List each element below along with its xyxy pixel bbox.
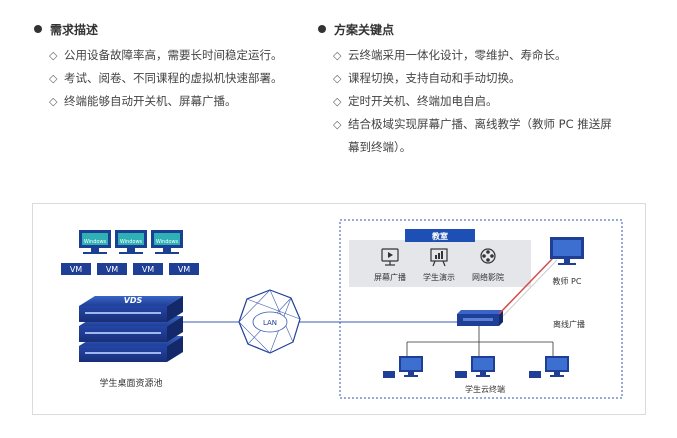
list-item: ◇课程切换，支持自动和手动切换。 xyxy=(318,67,648,90)
requirements-title: 需求描述 xyxy=(50,22,99,37)
list-item: ◇公用设备故障率高，需要长时间稳定运行。 xyxy=(34,44,314,67)
student-terminals-label: 学生云终端 xyxy=(465,384,505,394)
teacher-link-shadow xyxy=(502,259,558,317)
list-item: ◇考试、阅卷、不同课程的虚拟机快速部署。 xyxy=(34,67,314,90)
classroom-region xyxy=(339,219,623,399)
network-cinema-icon xyxy=(480,248,496,264)
list-item: ◇终端能够自动开关机、屏幕广播。 xyxy=(34,90,314,113)
teacher-pc-label: 教师 PC xyxy=(553,276,582,286)
classroom-banner xyxy=(405,229,475,242)
architecture-diagram: Windows Windows Windows VM VM VM VM xyxy=(32,203,646,415)
vm-label-3: VM xyxy=(142,265,154,274)
list-item: ◇云终端采用一体化设计，零维护、寿命长。 xyxy=(318,44,648,67)
diamond-bullet-icon: ◇ xyxy=(333,49,342,62)
bullet-dot-icon xyxy=(34,25,42,33)
student-terminal-2 xyxy=(455,356,495,378)
teacher-link-line xyxy=(498,257,554,315)
vm-box-4 xyxy=(169,263,199,275)
bullet-dot-icon xyxy=(318,25,326,33)
offline-broadcast-label: 离线广播 xyxy=(553,319,585,329)
classroom-feature-panel xyxy=(349,240,531,287)
vm-label-2: VM xyxy=(106,265,118,274)
diamond-bullet-icon: ◇ xyxy=(49,49,58,62)
teacher-pc-icon xyxy=(550,237,584,265)
windows-label-3: Windows xyxy=(156,239,179,245)
solution-heading: 方案关键点 xyxy=(318,18,648,40)
student-demo-icon xyxy=(430,248,448,267)
windows-label-2: Windows xyxy=(120,239,143,245)
windows-label-1: Windows xyxy=(84,239,107,245)
feature-label-demo: 学生演示 xyxy=(423,272,455,282)
server-stack-icon xyxy=(79,296,183,362)
vds-label: VDS xyxy=(124,296,143,305)
vm-label-1: VM xyxy=(70,265,82,274)
diagram-canvas: Windows Windows Windows VM VM VM VM xyxy=(61,219,623,399)
diamond-bullet-icon: ◇ xyxy=(49,95,58,108)
lan-label: LAN xyxy=(263,319,277,327)
network-switch-icon xyxy=(457,310,503,326)
screen-broadcast-icon xyxy=(381,248,399,266)
vm-box-1 xyxy=(61,263,91,275)
windows-vm-monitor-1 xyxy=(79,230,111,254)
vm-box-3 xyxy=(133,263,163,275)
solution-list: ◇云终端采用一体化设计，零维护、寿命长。 ◇课程切换，支持自动和手动切换。 ◇定… xyxy=(318,44,648,159)
diamond-bullet-icon: ◇ xyxy=(49,72,58,85)
diamond-bullet-icon: ◇ xyxy=(333,95,342,108)
student-terminal-3 xyxy=(529,356,569,378)
lan-network-icon xyxy=(238,289,301,354)
vm-label-4: VM xyxy=(178,265,190,274)
classroom-label: 教室 xyxy=(431,231,448,241)
windows-vm-monitor-3 xyxy=(151,230,183,254)
feature-label-broadcast: 屏幕广播 xyxy=(374,272,406,282)
diamond-bullet-icon: ◇ xyxy=(333,72,342,85)
list-item: ◇结合极域实现屏幕广播、离线教学（教师 PC 推送屏幕到终端）。 xyxy=(318,113,618,159)
windows-vm-monitor-2 xyxy=(115,230,147,254)
requirements-heading: 需求描述 xyxy=(34,18,314,40)
solution-section: 方案关键点 ◇云终端采用一体化设计，零维护、寿命长。 ◇课程切换，支持自动和手动… xyxy=(318,18,648,159)
vm-box-2 xyxy=(97,263,127,275)
requirements-section: 需求描述 ◇公用设备故障率高，需要长时间稳定运行。 ◇考试、阅卷、不同课程的虚拟… xyxy=(34,18,314,113)
resource-pool-label: 学生桌面资源池 xyxy=(99,377,162,389)
solution-title: 方案关键点 xyxy=(334,22,395,37)
diamond-bullet-icon: ◇ xyxy=(333,118,342,131)
student-terminal-1 xyxy=(383,356,423,378)
requirements-list: ◇公用设备故障率高，需要长时间稳定运行。 ◇考试、阅卷、不同课程的虚拟机快速部署… xyxy=(34,44,314,113)
feature-label-cinema: 网络影院 xyxy=(472,272,504,282)
list-item: ◇定时开关机、终端加电自启。 xyxy=(318,90,648,113)
